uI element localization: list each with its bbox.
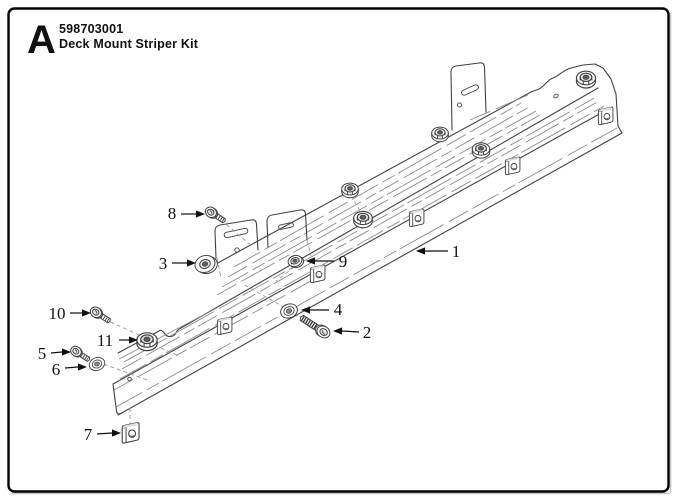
figure-letter: A xyxy=(27,18,56,62)
callout-arrowhead xyxy=(196,210,205,218)
rail-assembly-illustration xyxy=(83,62,623,426)
callout-4: 4 xyxy=(301,300,343,319)
loose-hardware xyxy=(68,204,333,444)
callout-7: 7 xyxy=(84,425,121,444)
page-border xyxy=(7,7,670,493)
callout-number: 5 xyxy=(38,344,47,363)
callout-arrowhead xyxy=(306,257,315,265)
callout-leader-line xyxy=(64,366,79,369)
flange-nut-icon xyxy=(341,182,359,199)
plate-top-edge xyxy=(112,106,613,385)
hatch-line xyxy=(221,110,537,288)
callout-arrowhead xyxy=(333,327,342,335)
callout-number: 11 xyxy=(97,331,113,350)
callout-arrowhead xyxy=(78,363,87,371)
callout-9: 9 xyxy=(306,252,347,271)
callout-leader-line xyxy=(341,330,360,333)
callout-leader-line xyxy=(96,432,113,435)
callout-1: 1 xyxy=(416,242,460,261)
part-number: 598703001 xyxy=(59,22,123,36)
callout-5: 5 xyxy=(38,344,71,363)
callout-number: 3 xyxy=(159,254,168,273)
face-hatch-line xyxy=(115,127,618,408)
rail-right-end-cap xyxy=(594,63,623,134)
border-shadow xyxy=(12,13,672,495)
callouts-layer: 1 2 3 4 56 7 8 9 10 11 xyxy=(38,204,461,444)
callout-arrowhead xyxy=(82,309,91,317)
hatch-line xyxy=(233,102,522,268)
hatch-line xyxy=(119,105,605,380)
hex-flange-nut-icon-part11 xyxy=(136,332,158,352)
callout-arrowhead xyxy=(62,348,71,356)
callout-number: 7 xyxy=(84,425,93,444)
plate-hole xyxy=(127,376,132,382)
callout-arrowhead xyxy=(187,259,196,267)
callout-10: 10 xyxy=(49,304,91,323)
rail-rear-top-edge xyxy=(213,91,532,266)
header: A 598703001 Deck Mount Striper Kit xyxy=(27,18,199,62)
mounting-bracket-right xyxy=(450,62,487,131)
clip-nut-icon xyxy=(597,106,614,126)
clip-nut-icon-part7 xyxy=(121,421,140,444)
rail-hole xyxy=(553,93,559,99)
hatch-line xyxy=(121,99,602,370)
rail-top-hump xyxy=(530,63,596,93)
clip-nut-icon xyxy=(504,156,521,176)
callout-2: 2 xyxy=(333,323,371,342)
clip-nut-icon xyxy=(408,208,425,228)
rail-mid-step-inner xyxy=(118,308,216,360)
callout-8: 8 xyxy=(168,204,205,223)
mounting-bracket-middle xyxy=(214,209,312,279)
hex-flange-nut-icon-part9 xyxy=(287,254,305,269)
callout-number: 9 xyxy=(339,252,348,271)
callout-11: 11 xyxy=(97,331,138,350)
clip-nut-icon xyxy=(216,316,233,336)
plate-left-edge xyxy=(112,383,122,415)
flange-nut-icon xyxy=(353,210,373,229)
hatch-line xyxy=(123,95,599,363)
callout-number: 6 xyxy=(52,360,61,379)
callout-number: 4 xyxy=(334,300,343,319)
flange-nut-icon-part3 xyxy=(194,254,218,275)
clip-nut-icon xyxy=(309,264,326,284)
callout-number: 1 xyxy=(452,242,461,261)
flange-nut-icon xyxy=(575,70,597,89)
rail-mid-step-edge xyxy=(117,87,599,354)
callout-3: 3 xyxy=(159,254,196,273)
hatch-line xyxy=(469,94,529,121)
callout-arrowhead xyxy=(129,336,138,344)
callout-number: 8 xyxy=(168,204,177,223)
callout-arrowhead xyxy=(112,429,121,437)
callout-arrowhead xyxy=(301,306,310,314)
callout-number: 2 xyxy=(363,323,372,342)
hatch-line xyxy=(227,106,530,278)
flange-nut-icon xyxy=(471,142,491,159)
callout-number: 10 xyxy=(49,304,66,323)
flange-nut-icon xyxy=(431,126,449,143)
callout-6: 6 xyxy=(52,360,87,379)
callout-leader-line xyxy=(50,351,63,354)
callout-arrowhead xyxy=(416,247,425,255)
rail-bottom-edge xyxy=(117,132,623,416)
kit-title: Deck Mount Striper Kit xyxy=(59,37,199,51)
